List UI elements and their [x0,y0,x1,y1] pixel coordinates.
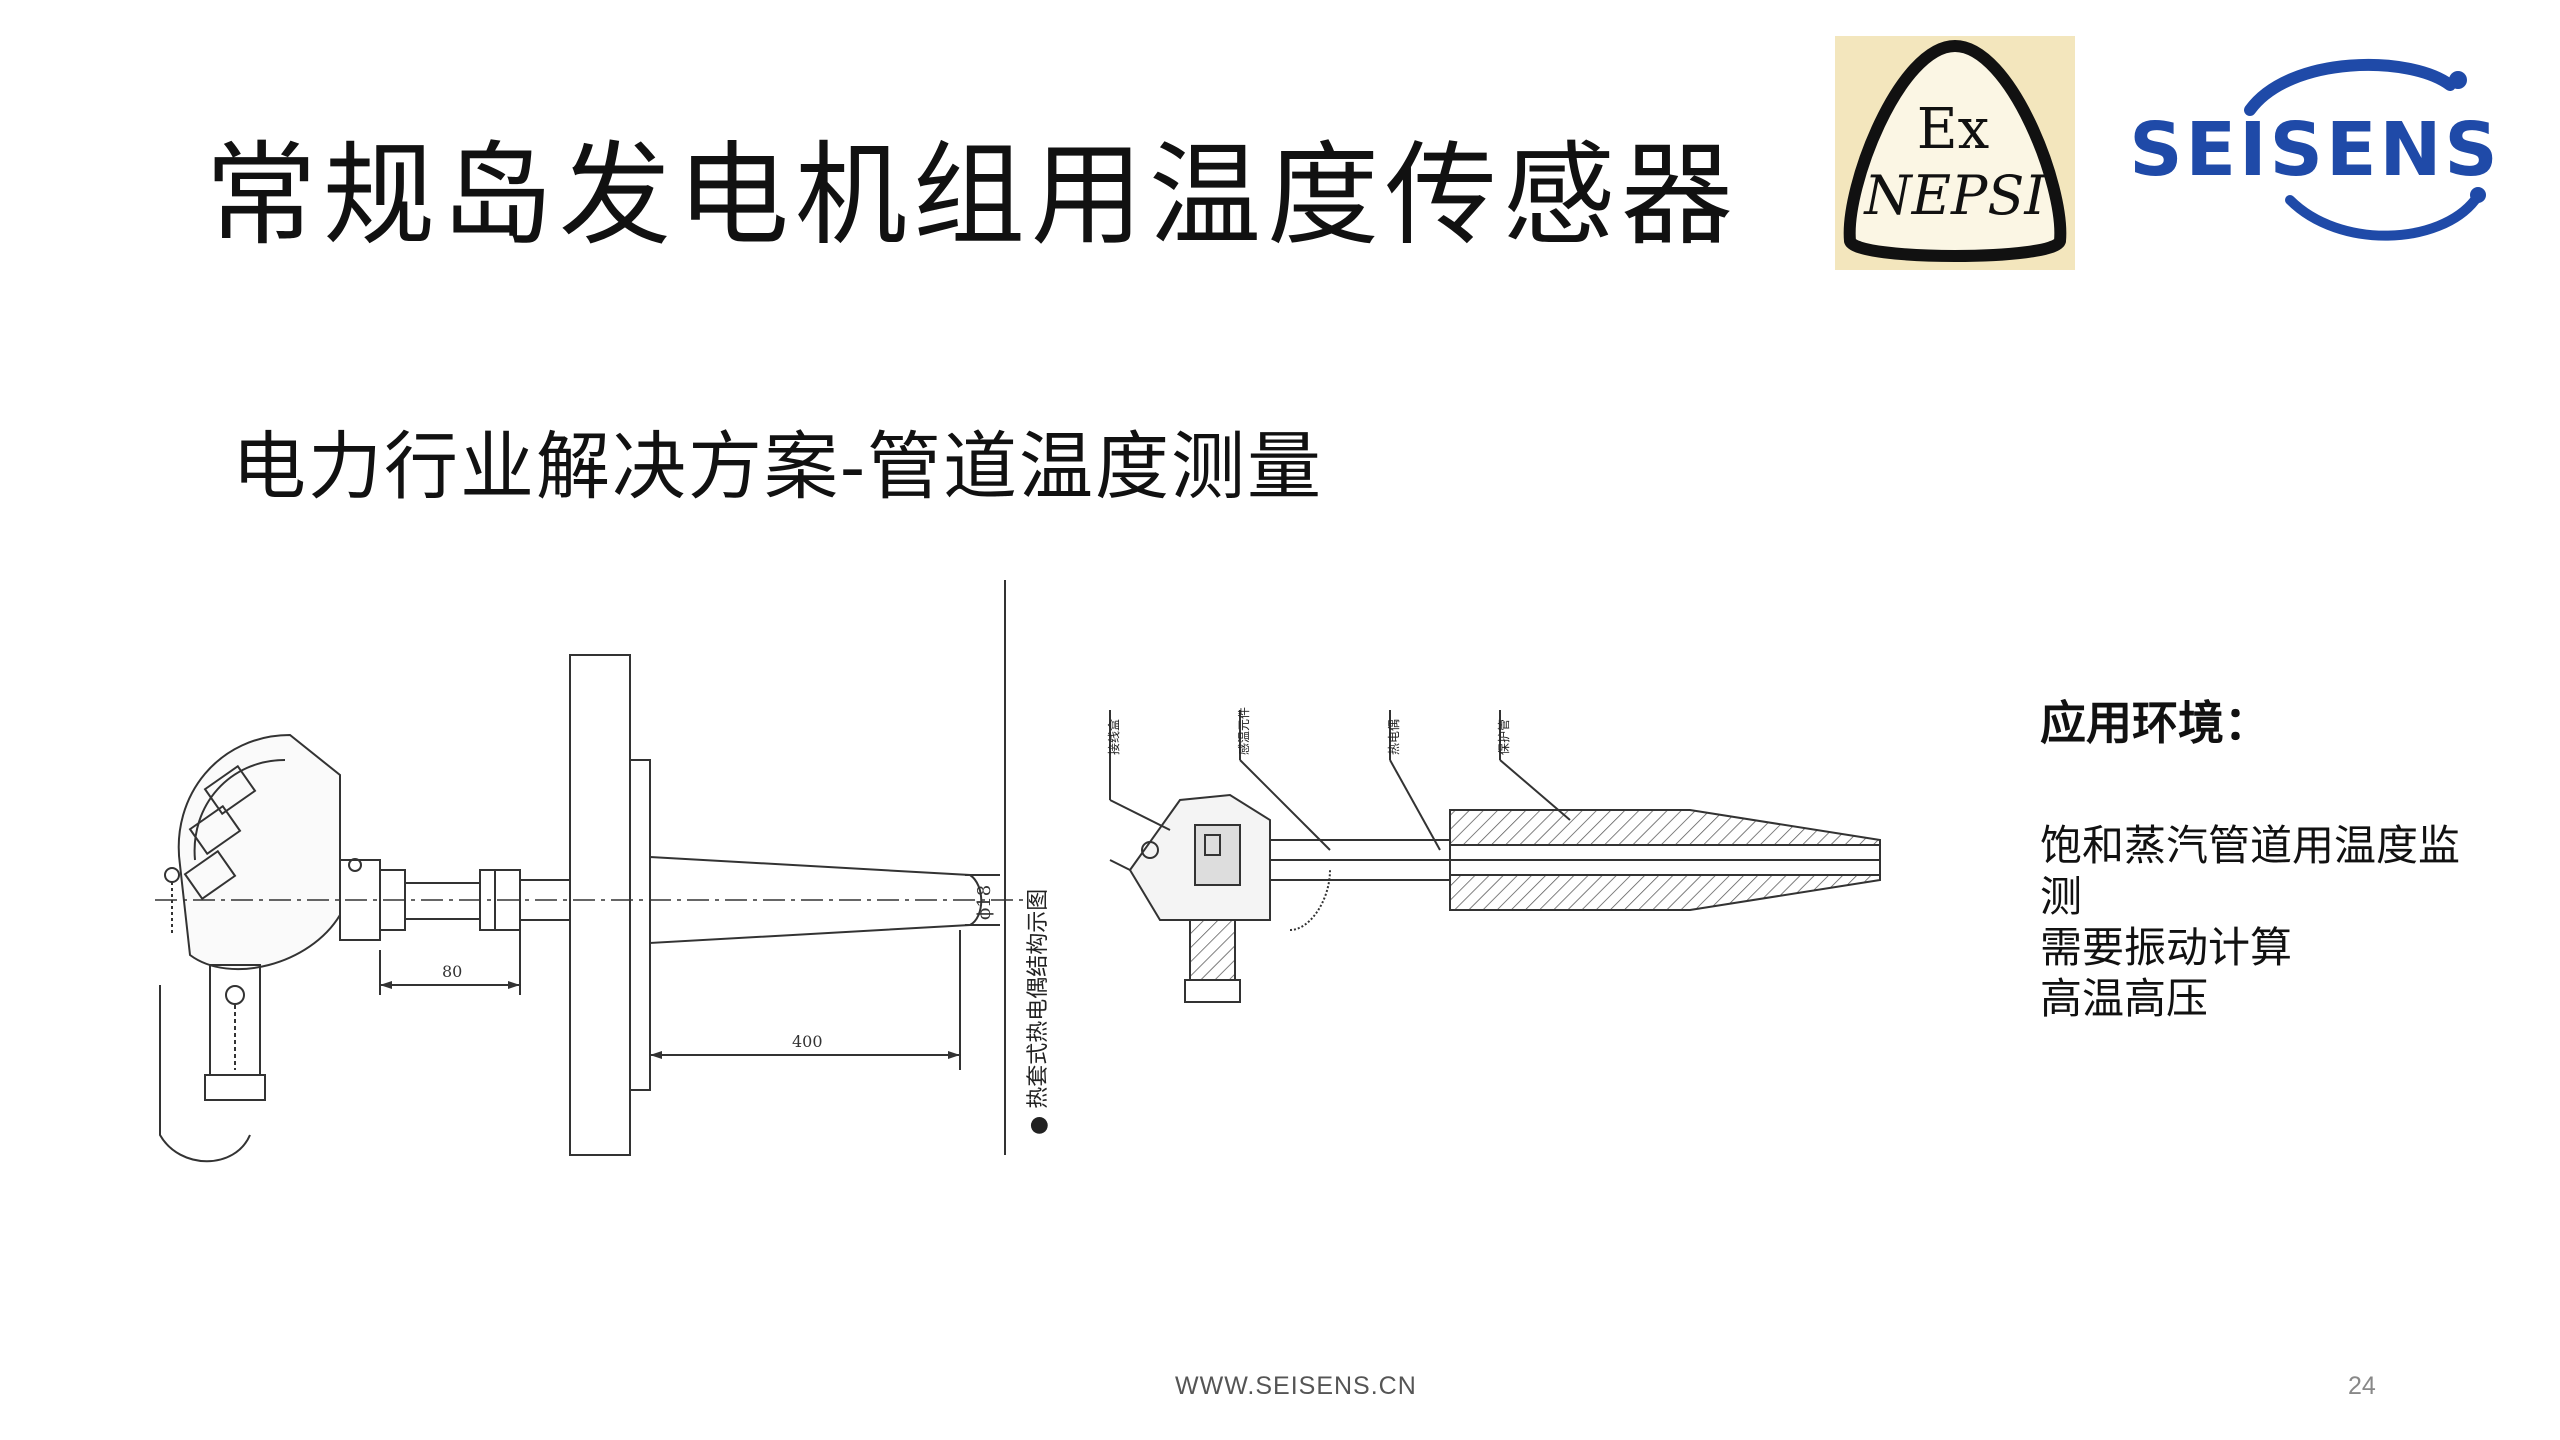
ex-mark-bottom: NEPSI [1862,164,2047,227]
brand-name: SEISENS [2129,107,2500,193]
environment-list: 饱和蒸汽管道用温度监测 需要振动计算 高温高压 [2040,820,2490,1024]
footer-url: WWW.SEISENS.CN [1175,1372,1417,1400]
dimension-400: 400 [792,1032,823,1051]
dimension-80: 80 [442,962,462,981]
slide-title: 常规岛发电机组用温度传感器 [205,131,1739,261]
dimension-diameter: ϕ18 [974,885,995,920]
slide-subtitle: 电力行业解决方案-管道温度测量 [232,424,1324,510]
environment-item: 饱和蒸汽管道用温度监测 [2040,821,2461,921]
label-protection-tube: 保护管 [1496,719,1511,755]
thermocouple-cross-section: 接线盒 感温元件 热电偶 保护管 [1090,680,1970,1020]
label-thermocouple: 热电偶 [1387,719,1401,755]
ex-mark-top: Ex [1917,97,1989,162]
environment-item: 需要振动计算 [2040,923,2293,972]
ex-nepsi-logo: Ex NEPSI [1835,36,2075,270]
thermocouple-drawing: 80 400 ϕ18 ● 热套式热电偶结构示图 [150,575,1060,1175]
drawing-caption: ● 热套式热电偶结构示图 [1026,889,1051,1135]
label-sensing-element: 感温元件 [1236,707,1251,755]
environment-heading: 应用环境： [2040,696,2270,750]
seisens-logo: SEISENS [2110,50,2530,250]
label-junction-box: 接线盒 [1106,719,1121,755]
page-number: 24 [2348,1372,2376,1400]
environment-item: 高温高压 [2040,974,2209,1023]
